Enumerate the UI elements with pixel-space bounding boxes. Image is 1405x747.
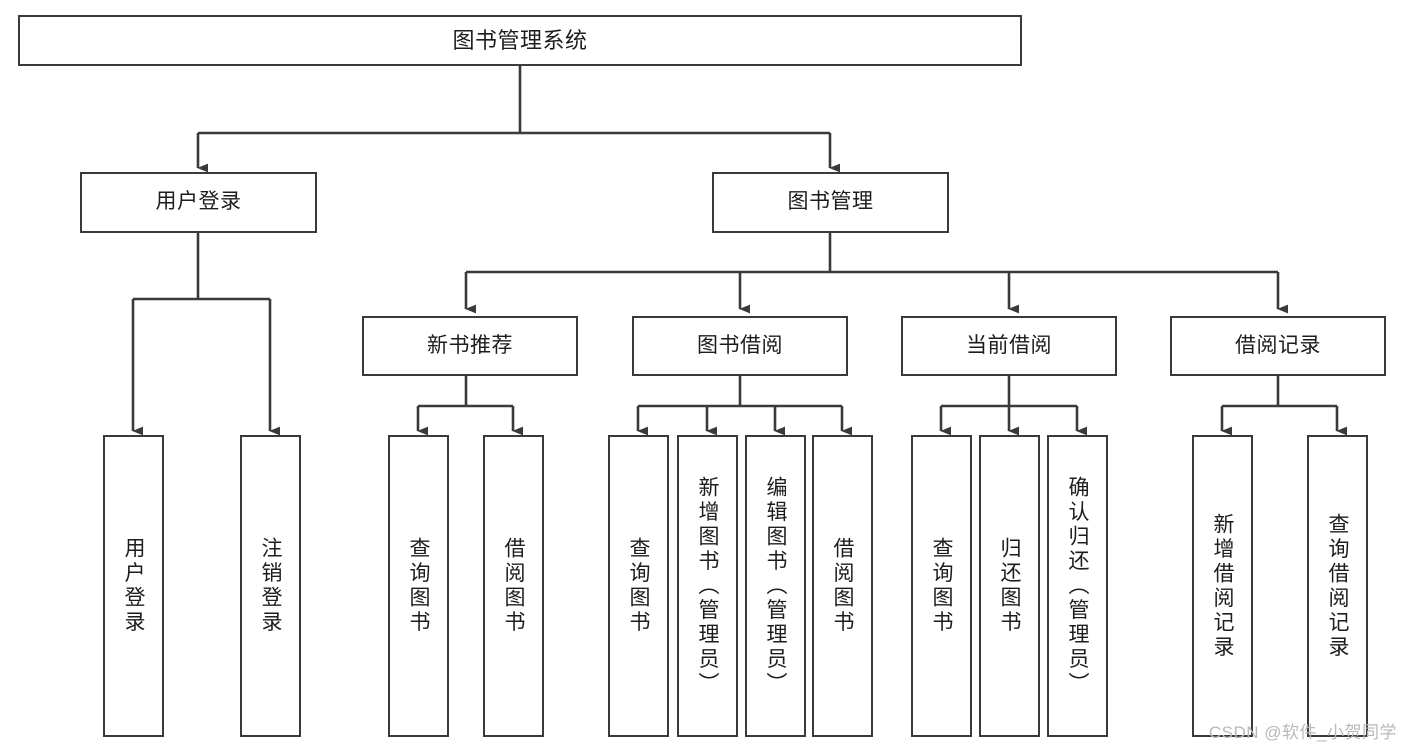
- node-label: 归还图书: [998, 537, 1021, 635]
- leaf-currentborrow-query-book[interactable]: 查询图书: [911, 435, 972, 737]
- node-label: 查询图书: [407, 537, 430, 635]
- node-book-management[interactable]: 图书管理: [712, 172, 949, 233]
- node-current-borrow[interactable]: 当前借阅: [901, 316, 1117, 376]
- node-label: 编辑图书（管理员）: [764, 475, 787, 697]
- leaf-currentborrow-confirm-return-admin[interactable]: 确认归还（管理员）: [1047, 435, 1108, 737]
- leaf-bookborrow-borrow-book[interactable]: 借阅图书: [812, 435, 873, 737]
- node-label: 借阅记录: [1235, 333, 1321, 357]
- leaf-user-logout[interactable]: 注销登录: [240, 435, 301, 737]
- node-label: 新书推荐: [427, 333, 513, 357]
- node-label: 图书管理: [787, 190, 874, 214]
- node-label: 新增借阅记录: [1211, 512, 1234, 660]
- node-label: 图书管理系统: [452, 27, 588, 53]
- leaf-bookborrow-edit-book-admin[interactable]: 编辑图书（管理员）: [745, 435, 806, 737]
- node-label: 借阅图书: [831, 537, 854, 635]
- node-book-borrow[interactable]: 图书借阅: [632, 316, 848, 376]
- leaf-newbook-borrow-book[interactable]: 借阅图书: [483, 435, 544, 737]
- node-label: 用户登录: [122, 537, 145, 635]
- node-label: 查询图书: [930, 537, 953, 635]
- node-new-book-recommend[interactable]: 新书推荐: [362, 316, 578, 376]
- node-label: 查询借阅记录: [1326, 512, 1349, 660]
- leaf-currentborrow-return-book[interactable]: 归还图书: [979, 435, 1040, 737]
- leaf-newbook-query-book[interactable]: 查询图书: [388, 435, 449, 737]
- node-user-login[interactable]: 用户登录: [80, 172, 317, 233]
- watermark-text: CSDN @软件_小贺同学: [1208, 723, 1397, 742]
- leaf-user-login[interactable]: 用户登录: [103, 435, 164, 737]
- node-label: 确认归还（管理员）: [1066, 475, 1089, 697]
- leaf-bookborrow-add-book-admin[interactable]: 新增图书（管理员）: [677, 435, 738, 737]
- node-label: 新增图书（管理员）: [696, 475, 719, 697]
- node-label: 用户登录: [155, 190, 242, 214]
- node-label: 借阅图书: [502, 537, 525, 635]
- leaf-borrowrecord-query-record[interactable]: 查询借阅记录: [1307, 435, 1368, 737]
- node-label: 查询图书: [627, 537, 650, 635]
- node-root-system[interactable]: 图书管理系统: [18, 15, 1022, 66]
- leaf-borrowrecord-add-record[interactable]: 新增借阅记录: [1192, 435, 1253, 737]
- node-label: 当前借阅: [966, 333, 1052, 357]
- leaf-bookborrow-query-book[interactable]: 查询图书: [608, 435, 669, 737]
- node-label: 图书借阅: [697, 333, 783, 357]
- node-label: 注销登录: [259, 537, 282, 635]
- node-borrow-record[interactable]: 借阅记录: [1170, 316, 1386, 376]
